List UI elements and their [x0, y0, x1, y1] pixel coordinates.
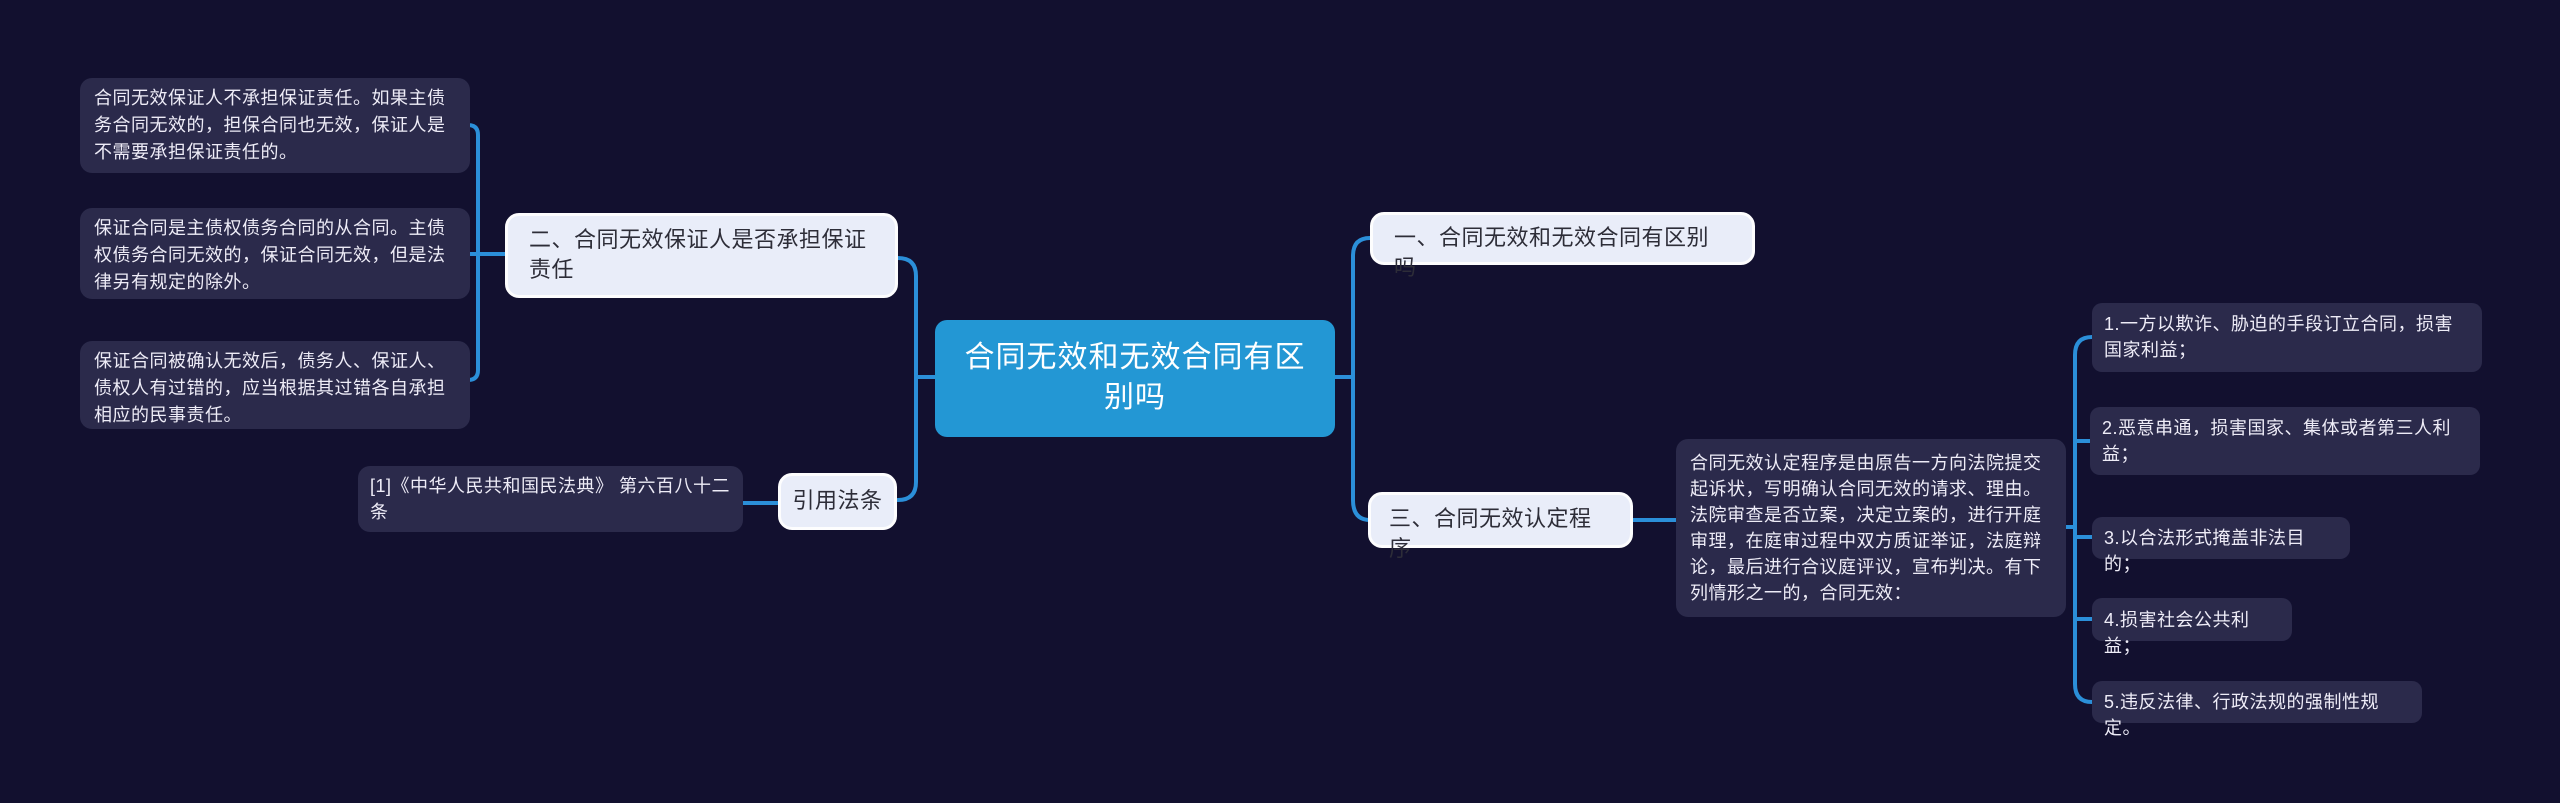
invalid-item-2[interactable]: 2.恶意串通，损害国家、集体或者第三人利益；	[2090, 407, 2480, 475]
note-guarantor-liability[interactable]: 合同无效保证人不承担保证责任。如果主债务合同无效的，担保合同也无效，保证人是不需…	[80, 78, 470, 173]
branch3-description-note[interactable]: 合同无效认定程序是由原告一方向法院提交起诉状，写明确认合同无效的请求、理由。法院…	[1676, 439, 2066, 617]
citation-reference-note[interactable]: [1]《中华人民共和国民法典》 第六百八十二条	[358, 466, 743, 532]
invalid-item-3[interactable]: 3.以合法形式掩盖非法目的；	[2092, 517, 2350, 574]
connector-left-bracket	[896, 256, 918, 502]
citation-node[interactable]: 引用法条	[778, 473, 897, 530]
branch3-node[interactable]: 三、合同无效认定程序	[1368, 492, 1633, 561]
invalid-item-4[interactable]: 4.损害社会公共利益；	[2092, 598, 2292, 656]
connector-right-bracket	[1351, 236, 1372, 522]
root-node[interactable]: 合同无效和无效合同有区别吗	[935, 320, 1335, 437]
note-fault-liability[interactable]: 保证合同被确认无效后，债务人、保证人、债权人有过错的，应当根据其过错各自承担相应…	[80, 341, 470, 429]
invalid-item-5[interactable]: 5.违反法律、行政法规的强制性规定。	[2092, 681, 2422, 738]
connector-items-bus	[2073, 335, 2094, 704]
branch1-node[interactable]: 一、合同无效和无效合同有区别吗	[1370, 212, 1755, 280]
branch2-node[interactable]: 二、合同无效保证人是否承担保证责任	[505, 213, 898, 298]
note-guarantee-contract-accessory[interactable]: 保证合同是主债权债务合同的从合同。主债权债务合同无效的，保证合同无效，但是法律另…	[80, 208, 470, 299]
invalid-item-1[interactable]: 1.一方以欺诈、胁迫的手段订立合同，损害国家利益；	[2092, 303, 2482, 372]
